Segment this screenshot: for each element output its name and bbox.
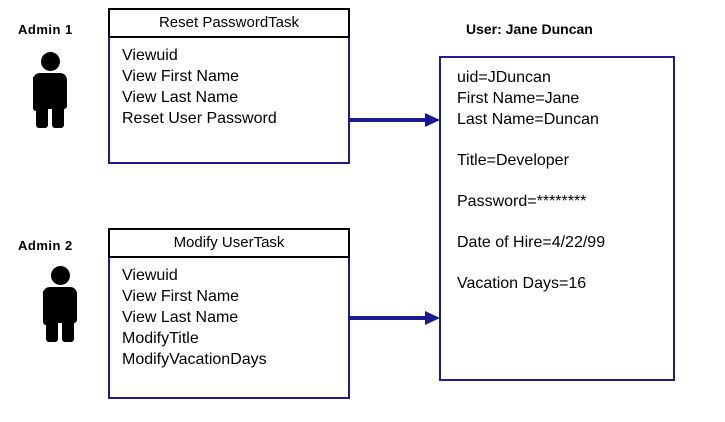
arrow-head-icon (425, 113, 440, 127)
task-item[interactable]: View First Name (122, 288, 240, 305)
person-leg-left (46, 316, 58, 342)
person-leg-left (36, 102, 48, 128)
task-item[interactable]: Reset User Password (122, 110, 277, 127)
person-leg-right (52, 102, 64, 128)
person-head (51, 266, 70, 285)
arrow-shaft (350, 118, 426, 122)
person-arm (43, 291, 49, 325)
task-item[interactable]: Viewuid (122, 267, 178, 284)
arrow-shaft (350, 316, 426, 320)
user-attribute: Title=Developer (457, 152, 569, 169)
actor-label-admin-2: Admin 2 (18, 238, 73, 253)
user-attribute: uid=JDuncan (457, 69, 551, 86)
person-leg-right (62, 316, 74, 342)
task-header-reset-password: Reset PasswordTask (108, 8, 350, 38)
arrow-task2-to-user (350, 311, 440, 325)
actor-label-admin-1: Admin 1 (18, 22, 73, 37)
user-attribute: Vacation Days=16 (457, 275, 587, 292)
person-head (41, 52, 60, 71)
task-box-reset-password[interactable]: Reset PasswordTask Viewuid View First Na… (108, 8, 350, 164)
task-header-modify-user: Modify UserTask (108, 228, 350, 258)
person-icon-admin-1 (24, 52, 76, 128)
task-item[interactable]: Viewuid (122, 47, 178, 64)
person-arm (33, 77, 39, 111)
task-body-reset-password: Viewuid View First Name View Last Name R… (108, 38, 350, 164)
person-icon-admin-2 (34, 266, 86, 342)
user-attribute: Password=******** (457, 193, 587, 210)
task-body-modify-user: Viewuid View First Name View Last Name M… (108, 258, 350, 399)
task-item[interactable]: ModifyVacationDays (122, 351, 267, 368)
user-object-title: User: Jane Duncan (466, 21, 593, 37)
arrow-task1-to-user (350, 113, 440, 127)
user-attribute: Date of Hire=4/22/99 (457, 234, 606, 251)
user-attribute: First Name=Jane (457, 90, 580, 107)
arrow-head-icon (425, 311, 440, 325)
task-item[interactable]: View Last Name (122, 89, 239, 106)
task-item[interactable]: View First Name (122, 68, 240, 85)
task-item[interactable]: View Last Name (122, 309, 239, 326)
user-object-box[interactable]: uid=JDuncan First Name=Jane Last Name=Du… (439, 56, 675, 381)
user-attribute: Last Name=Duncan (457, 111, 599, 128)
task-box-modify-user[interactable]: Modify UserTask Viewuid View First Name … (108, 228, 350, 399)
task-item[interactable]: ModifyTitle (122, 330, 199, 347)
